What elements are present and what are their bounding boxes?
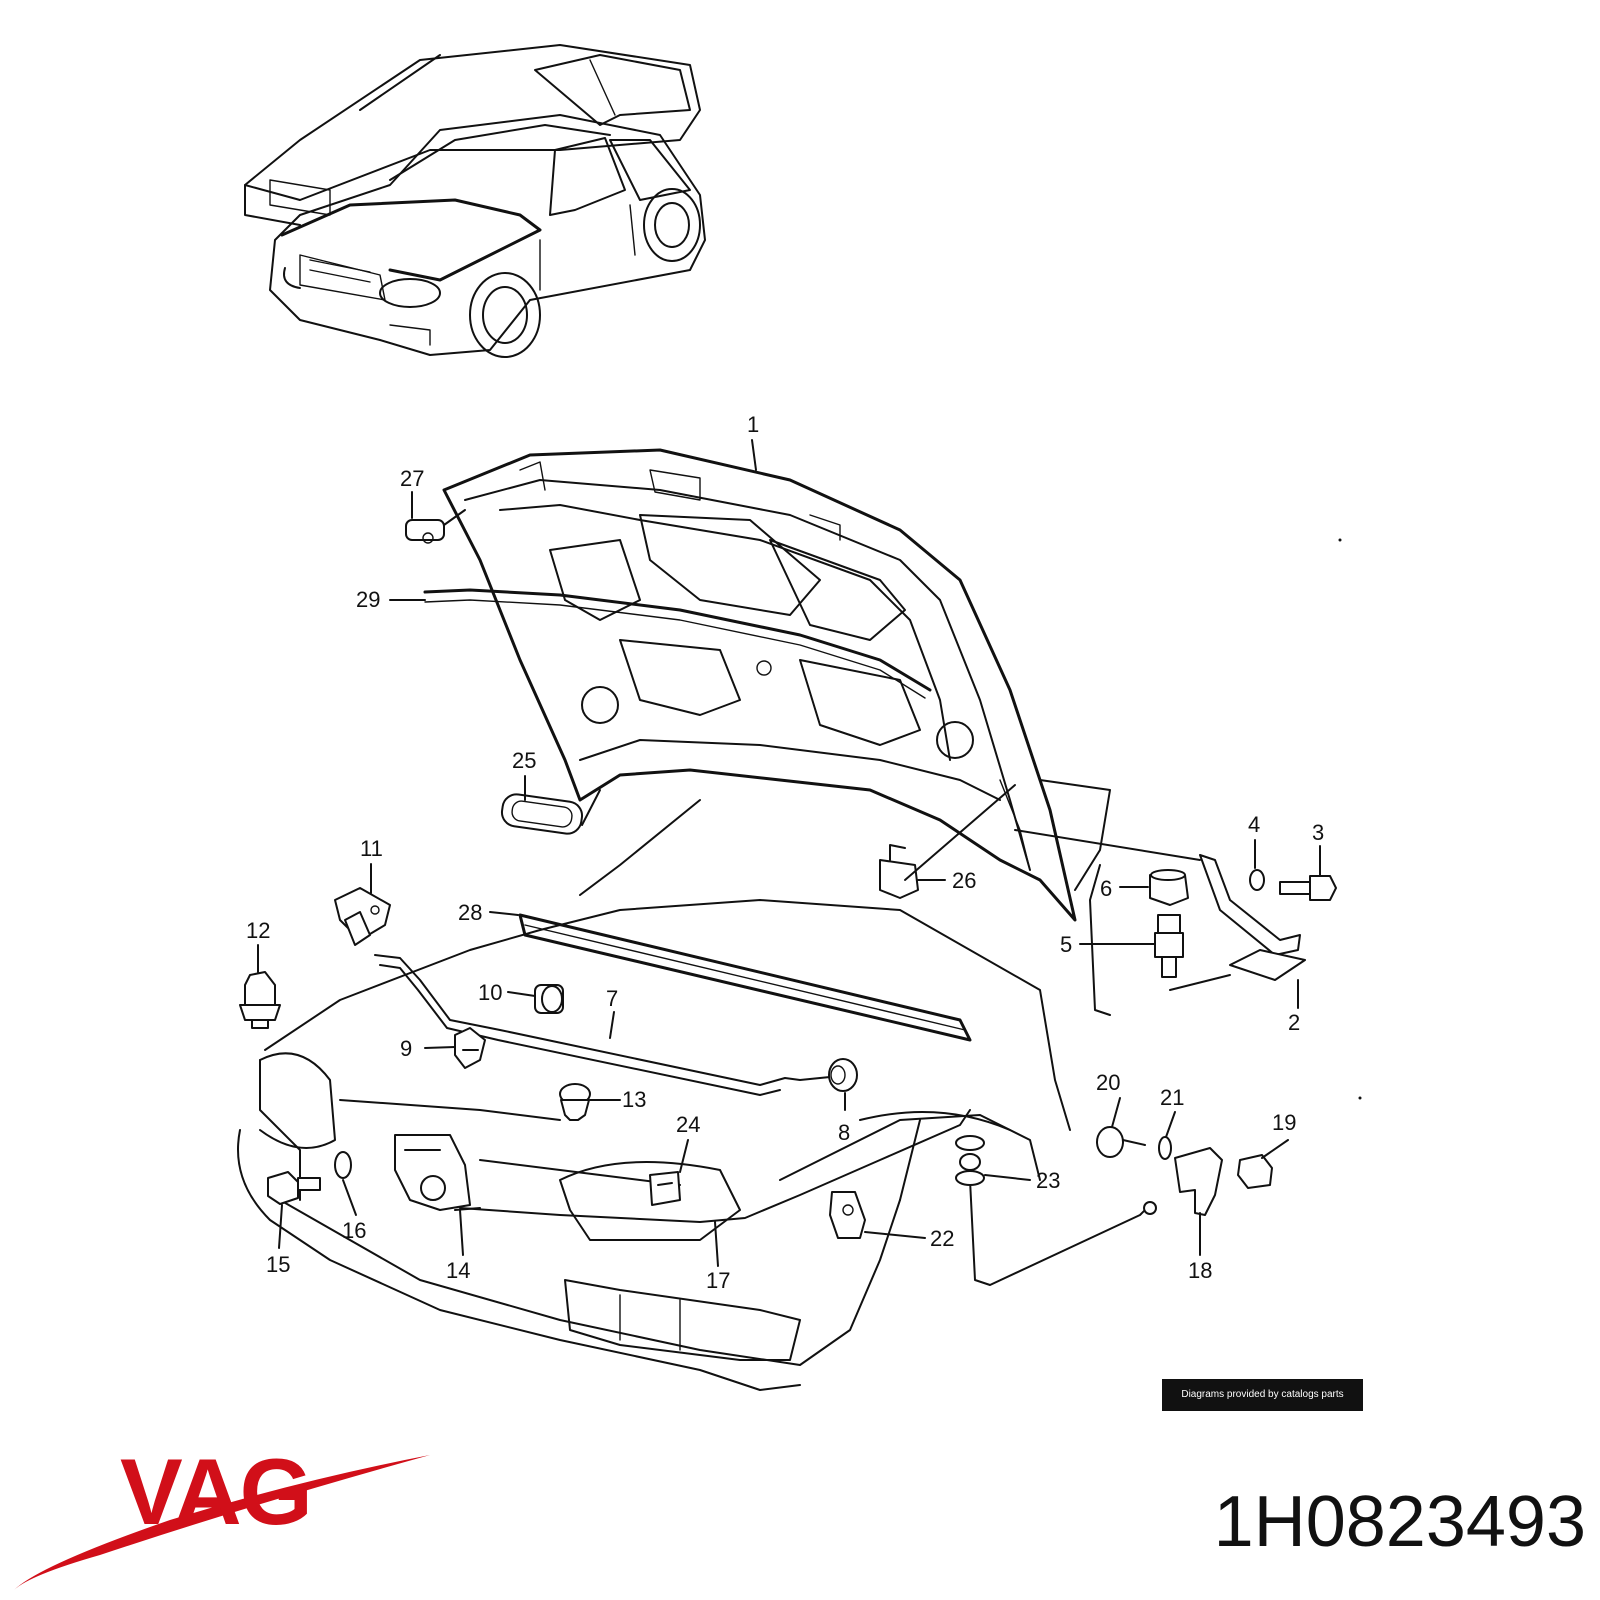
callout-14: 14 <box>446 1258 470 1283</box>
part-2-hinge <box>1169 854 1306 991</box>
leader-lines <box>257 439 1321 1267</box>
part-5-stud <box>1154 914 1184 978</box>
part-12-buffer <box>239 971 281 1029</box>
callout-labels: 1 2 3 4 5 6 7 8 9 10 11 12 13 14 15 16 1… <box>246 412 1324 1293</box>
car-body-front <box>237 779 1111 1391</box>
part-19-clip <box>1237 1154 1273 1189</box>
part-22-bracket <box>829 1191 866 1239</box>
callout-18: 18 <box>1188 1258 1212 1283</box>
part-11-bracket <box>334 887 391 946</box>
part-14-lock <box>394 1134 481 1211</box>
seal-strip-29 <box>423 588 932 692</box>
part-13-buffer <box>559 1083 591 1121</box>
callout-4: 4 <box>1248 812 1260 837</box>
release-cable-17 <box>459 1109 971 1223</box>
callout-27: 27 <box>400 466 424 491</box>
part-18-handle <box>1174 1147 1223 1216</box>
part-3-bolt <box>1279 875 1337 901</box>
callout-10: 10 <box>478 980 502 1005</box>
vag-logo-text: VAG <box>120 1439 313 1544</box>
callout-16: 16 <box>342 1218 366 1243</box>
callout-21: 21 <box>1160 1085 1184 1110</box>
part-24-clip <box>649 1171 681 1206</box>
part-26-clip <box>879 784 1016 899</box>
bonnet-drawing <box>442 448 1077 922</box>
callout-19: 19 <box>1272 1110 1296 1135</box>
callout-24: 24 <box>676 1112 700 1137</box>
part-16-washer <box>334 1151 352 1179</box>
callout-15: 15 <box>266 1252 290 1277</box>
callout-11: 11 <box>360 836 383 861</box>
part-21-washer <box>1158 1136 1172 1160</box>
callout-9: 9 <box>400 1036 412 1061</box>
callout-1: 1 <box>747 412 759 437</box>
part-23-grommet <box>955 1135 985 1186</box>
callout-23: 23 <box>1036 1168 1060 1193</box>
part-9-clip <box>454 1027 486 1069</box>
callout-7: 7 <box>606 986 618 1011</box>
car-overview-illustration <box>244 44 706 358</box>
bonnet-stay-rod-7 <box>374 954 831 1086</box>
part-4-washer <box>1249 869 1265 891</box>
callout-6: 6 <box>1100 876 1112 901</box>
part-8-grommet <box>828 1058 858 1092</box>
callout-8: 8 <box>838 1120 850 1145</box>
callout-20: 20 <box>1096 1070 1120 1095</box>
cable-lower <box>969 1179 1151 1286</box>
callout-28: 28 <box>458 900 482 925</box>
callout-29: 29 <box>356 587 380 612</box>
seal-strip-28 <box>518 913 972 1042</box>
callout-13: 13 <box>622 1087 646 1112</box>
part-number: 1H0823493 <box>1213 1482 1586 1562</box>
callout-5: 5 <box>1060 932 1072 957</box>
part-25-grommet <box>500 789 601 835</box>
callout-22: 22 <box>930 1226 954 1251</box>
credit-text: Diagrams provided by catalogs parts <box>1181 1389 1344 1400</box>
callout-17: 17 <box>706 1268 730 1293</box>
callout-25: 25 <box>512 748 536 773</box>
part-15-bolt <box>267 1171 321 1205</box>
callout-2: 2 <box>1288 1010 1300 1035</box>
callout-26: 26 <box>952 868 976 893</box>
callout-3: 3 <box>1312 820 1324 845</box>
part-20-knob <box>1096 1126 1146 1158</box>
part-27-clip <box>405 509 466 544</box>
credit-banner <box>1162 1379 1363 1411</box>
callout-12: 12 <box>246 918 270 943</box>
part-10-bush <box>534 984 564 1014</box>
part-6-nut <box>1149 869 1189 906</box>
